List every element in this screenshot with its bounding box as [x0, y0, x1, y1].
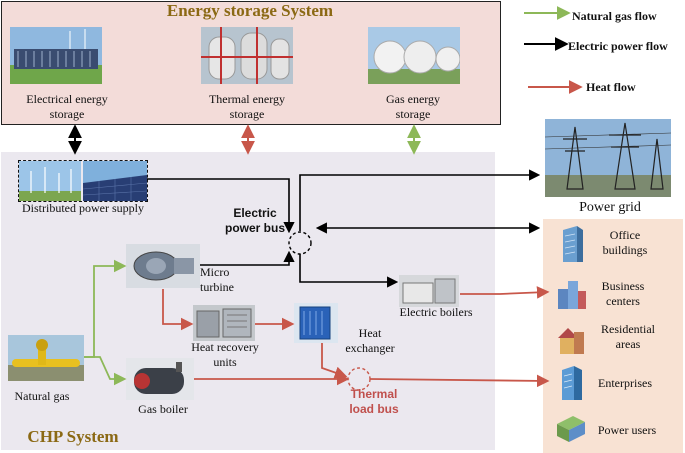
electrical-storage-image	[10, 27, 102, 84]
gas-boiler-label: Gas boiler	[138, 402, 188, 416]
thermal-bus-to-users-line	[369, 374, 550, 388]
gas-to-turbine-line	[84, 259, 127, 358]
distributed-power-image	[18, 160, 148, 202]
electric-boilers-label: Electric boilers	[399, 305, 473, 319]
storage-title: Energy storage System	[166, 1, 334, 20]
legend-gas-label: Natural gas flow	[572, 9, 657, 23]
heat-recovery-image	[193, 305, 255, 341]
power-grid-image	[545, 119, 671, 197]
exchanger-to-thermal-bus-line	[321, 343, 348, 379]
residential-icon	[556, 324, 586, 354]
bus-to-electric-boilers-line	[299, 254, 399, 288]
legend-heat-label: Heat flow	[586, 80, 636, 94]
power-user-icon	[555, 414, 587, 444]
heat-exchanger-image	[294, 303, 338, 343]
turbine-to-recovery-line	[162, 289, 194, 331]
gas-to-boiler-line	[84, 356, 127, 386]
thermal-bus-node	[347, 367, 371, 391]
power-grid-label: Power grid	[579, 200, 641, 215]
enterprises-label: Enterprises	[598, 376, 652, 390]
electric-bus-node	[288, 231, 312, 255]
micro-turbine-image	[126, 244, 200, 288]
electric-boilers-image	[399, 275, 459, 307]
power-users-label: Power users	[597, 423, 657, 437]
bus-to-grid-line	[299, 169, 541, 231]
chp-title: CHP System	[27, 427, 119, 446]
gas-storage-image	[368, 27, 460, 84]
legend-electric-label: Electric power flow	[568, 39, 668, 53]
gas-boiler-image	[126, 358, 194, 400]
enterprise-icon	[558, 366, 584, 400]
natural-gas-label: Natural gas	[14, 389, 70, 403]
office-building-icon	[557, 226, 585, 262]
distributed-power-label: Distributed power supply	[22, 201, 144, 215]
thermal-storage-image	[201, 27, 293, 84]
turbine-to-bus-line	[200, 250, 295, 266]
business-center-icon	[556, 279, 588, 309]
distributed-to-bus-line	[147, 178, 295, 234]
natural-gas-image	[8, 335, 84, 381]
electric-boilers-to-users-line	[460, 286, 550, 299]
